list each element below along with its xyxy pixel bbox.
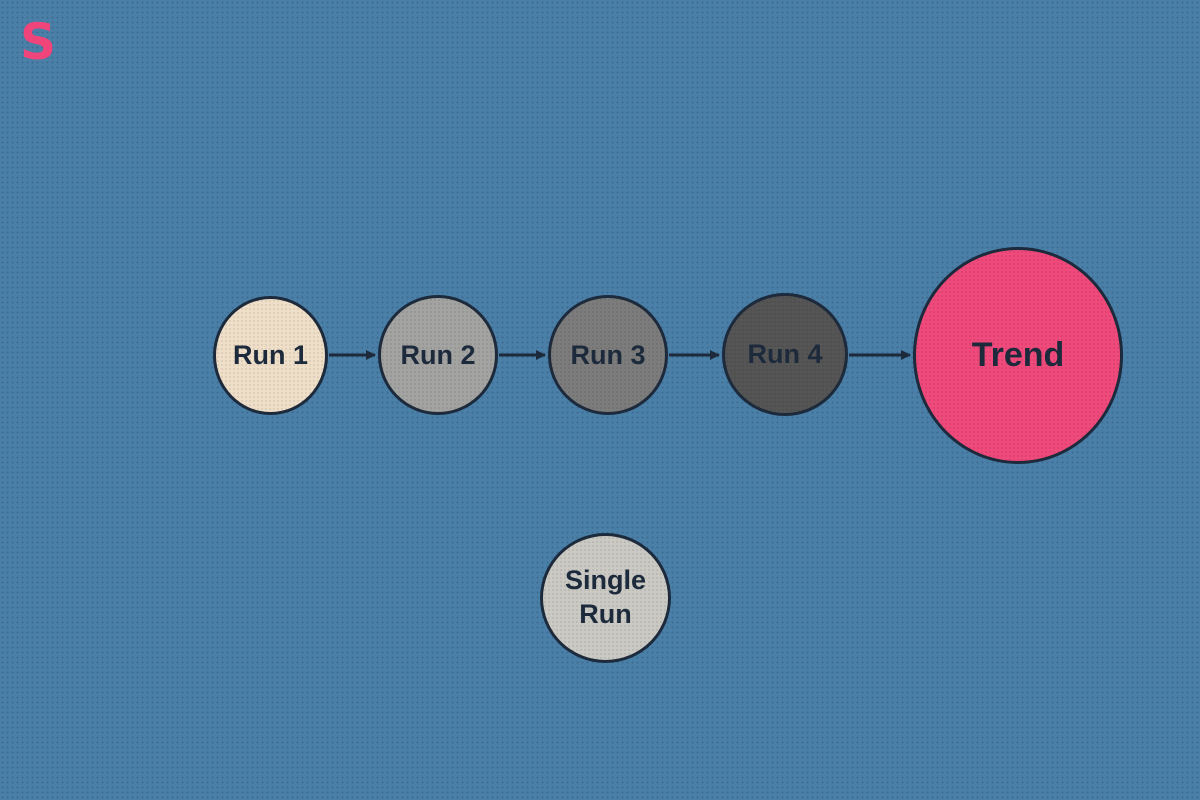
node-run-3[interactable]: Run 3	[548, 295, 668, 415]
logo-icon: S	[20, 13, 57, 71]
node-single-run[interactable]: Single Run	[540, 533, 671, 663]
node-label: Run 2	[400, 339, 476, 370]
node-label: Run 3	[570, 339, 646, 370]
node-run-4[interactable]: Run 4	[722, 293, 848, 416]
node-label: Run 1	[232, 340, 308, 370]
node-label: Trend	[971, 336, 1065, 374]
node-label: Single Run	[564, 565, 646, 629]
node-run-1[interactable]: Run 1	[213, 296, 328, 415]
node-trend[interactable]: Trend	[913, 247, 1123, 464]
node-run-2[interactable]: Run 2	[378, 295, 498, 415]
node-label: Run 4	[747, 339, 823, 369]
